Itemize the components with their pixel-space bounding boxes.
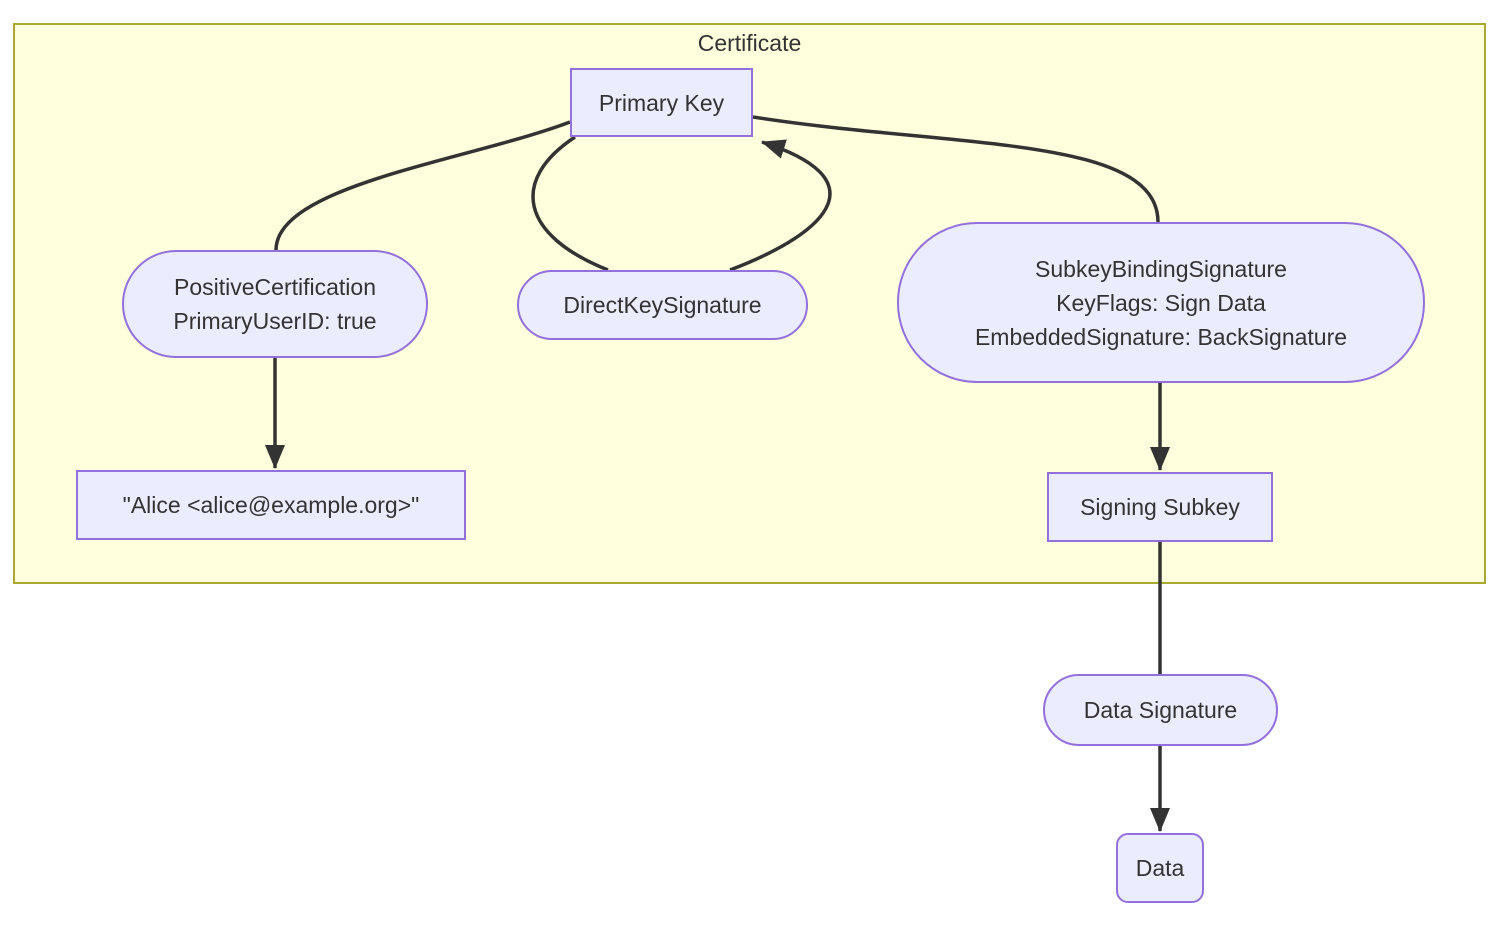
- node-data-signature: Data Signature: [1043, 674, 1278, 746]
- node-user-id: "Alice <alice@example.org>": [76, 470, 466, 540]
- node-subkey-binding-signature-line2: KeyFlags: Sign Data: [1056, 289, 1266, 316]
- node-data-signature-label: Data Signature: [1083, 697, 1238, 723]
- node-subkey-binding-signature: SubkeyBindingSignature KeyFlags: Sign Da…: [897, 222, 1425, 383]
- node-subkey-binding-signature-line3: EmbeddedSignature: BackSignature: [974, 323, 1348, 350]
- node-primary-key-label: Primary Key: [598, 89, 725, 116]
- node-positive-certification-line1: PositiveCertification: [174, 274, 376, 300]
- node-user-id-label: "Alice <alice@example.org>": [122, 492, 420, 518]
- node-direct-key-signature-label: DirectKeySignature: [563, 292, 762, 318]
- node-data: Data: [1116, 833, 1204, 903]
- node-positive-certification: PositiveCertification PrimaryUserID: tru…: [122, 250, 428, 358]
- node-signing-subkey: Signing Subkey: [1047, 472, 1273, 542]
- node-signing-subkey-label: Signing Subkey: [1080, 494, 1240, 520]
- node-positive-certification-line2: PrimaryUserID: true: [173, 308, 377, 334]
- node-primary-key: Primary Key: [570, 68, 753, 137]
- node-subkey-binding-signature-line1: SubkeyBindingSignature: [1035, 255, 1287, 282]
- node-direct-key-signature: DirectKeySignature: [517, 270, 808, 340]
- node-data-label: Data: [1135, 855, 1185, 881]
- cluster-title: Certificate: [697, 30, 802, 56]
